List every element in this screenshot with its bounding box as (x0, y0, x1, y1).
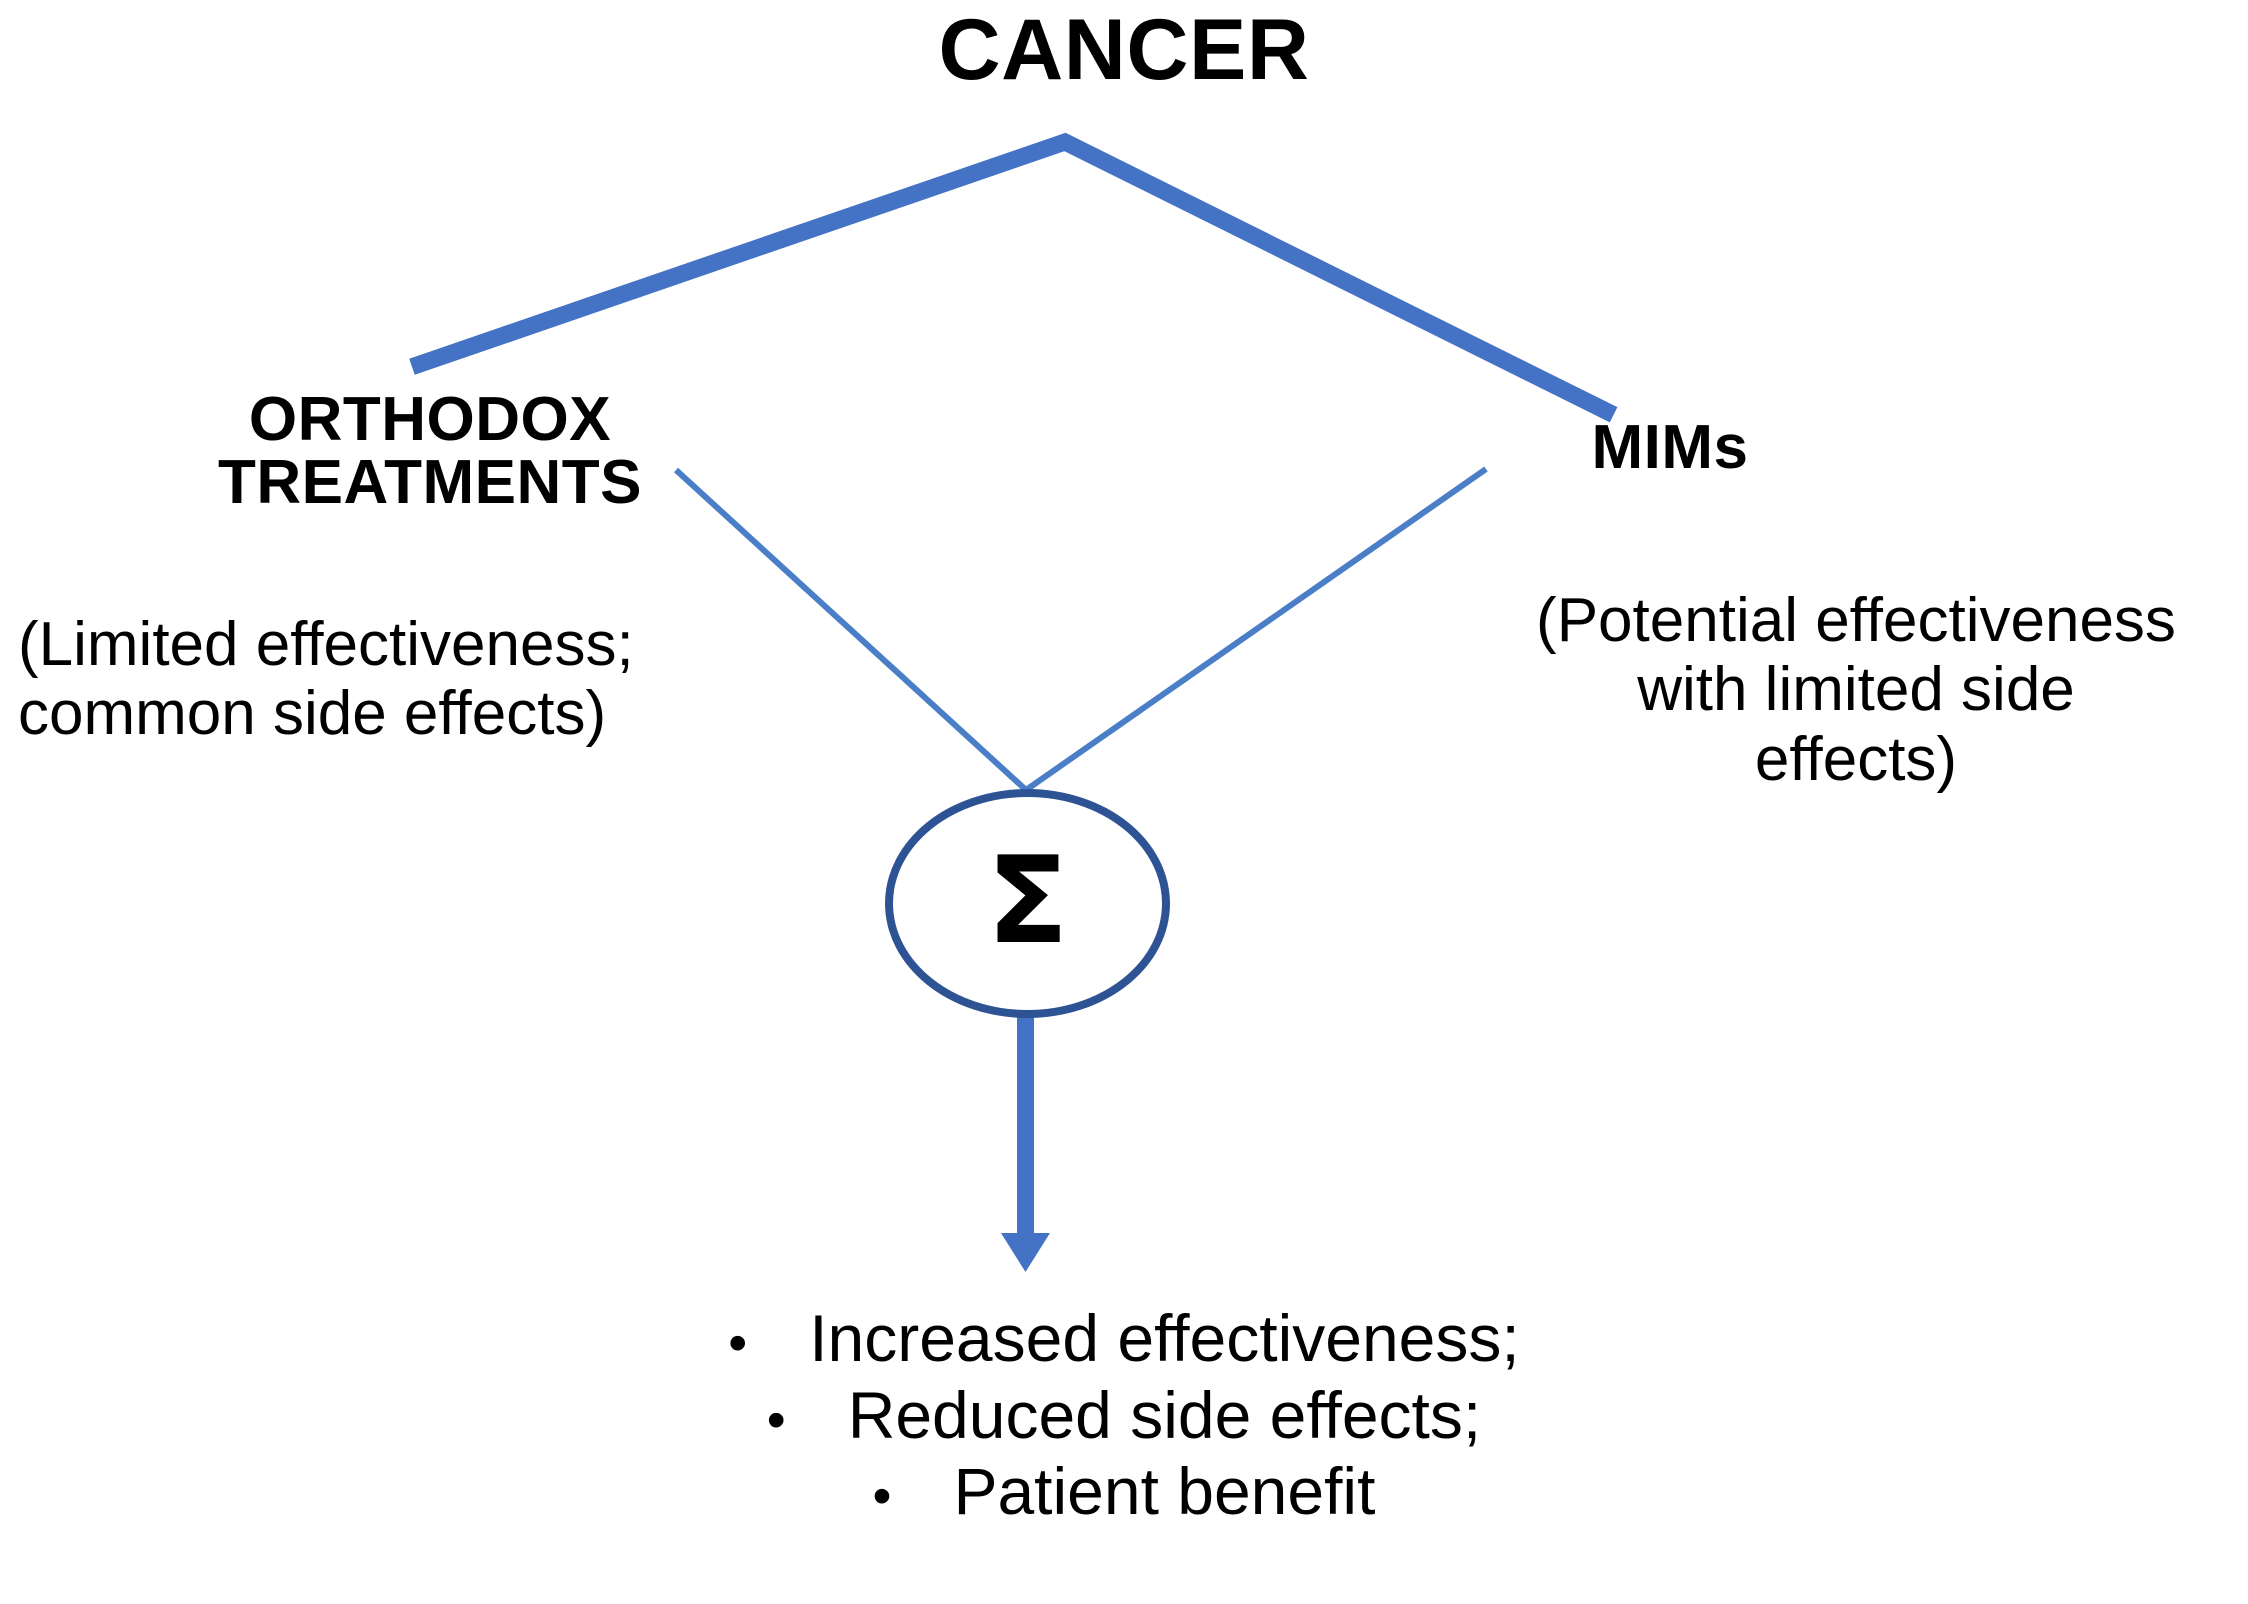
summation-node: Σ (885, 789, 1170, 1018)
outcome-label: Patient benefit (953, 1454, 1376, 1529)
outcome-arrow (1001, 1016, 1050, 1272)
outcome-label: Reduced side effects; (847, 1377, 1482, 1452)
list-item: • Patient benefit (0, 1453, 2248, 1530)
bullet-icon: • (766, 1389, 786, 1450)
outcome-label: Increased effectiveness; (809, 1301, 1520, 1375)
outcome-list: • Increased effectiveness; • Reduced sid… (0, 1300, 2248, 1530)
bullet-icon: • (872, 1466, 892, 1527)
page-title: CANCER (938, 2, 1310, 98)
right-branch-heading: MIMs (1591, 413, 1749, 482)
cancer-split-connector (409, 132, 1618, 423)
sigma-icon: Σ (986, 831, 1069, 971)
list-item: • Reduced side effects; (0, 1377, 2248, 1454)
bullet-icon: • (728, 1313, 748, 1373)
left-branch-note: (Limited effectiveness; common side effe… (18, 610, 634, 749)
branch-merge-connector (673, 466, 1488, 794)
right-branch-note: (Potential effectiveness with limited si… (1536, 586, 2176, 794)
left-branch-heading: ORTHODOX TREATMENTS (217, 385, 643, 518)
list-item: • Increased effectiveness; (0, 1300, 2248, 1377)
